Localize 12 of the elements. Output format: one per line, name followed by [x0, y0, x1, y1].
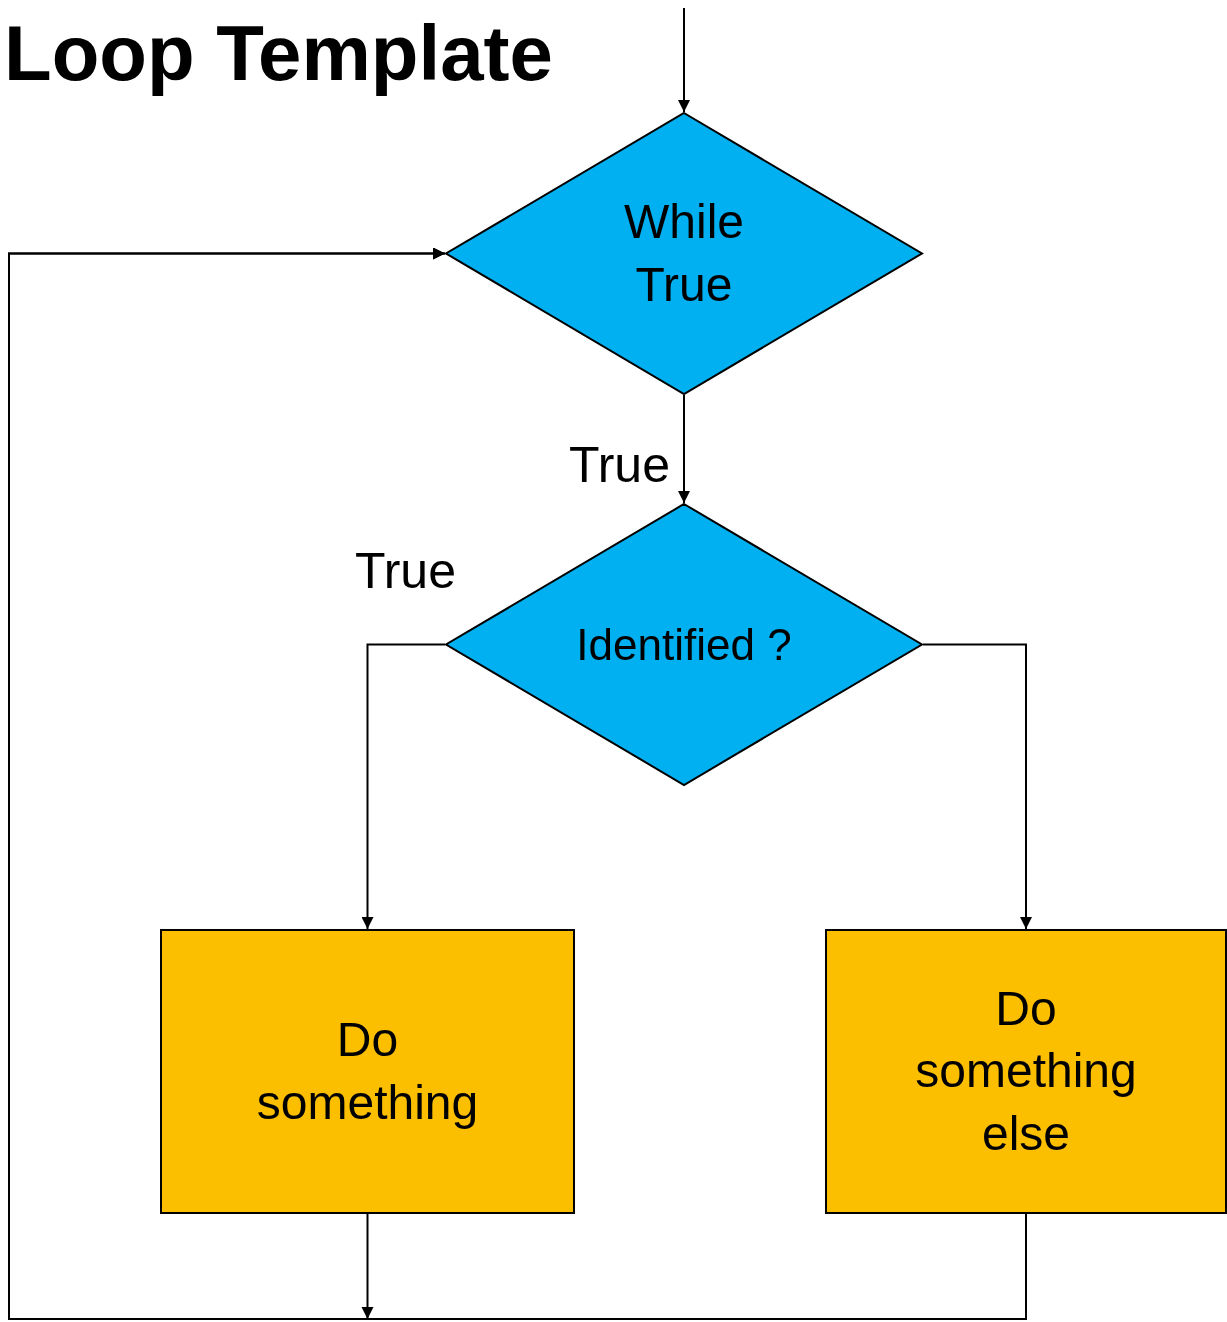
arrow: [678, 7, 690, 113]
node-text: Do something else: [914, 980, 1138, 1162]
arrow: [922, 643, 1032, 930]
node-text: Do something: [255, 1012, 480, 1131]
decision-diamond: [445, 112, 923, 395]
process-box: [160, 929, 575, 1214]
node-text: While True: [623, 194, 745, 313]
arrow: [8, 247, 1027, 1320]
process-box: [825, 929, 1227, 1214]
arrow: [678, 394, 690, 504]
arrow: [361, 643, 446, 930]
node-text: Identified ?: [576, 618, 792, 671]
